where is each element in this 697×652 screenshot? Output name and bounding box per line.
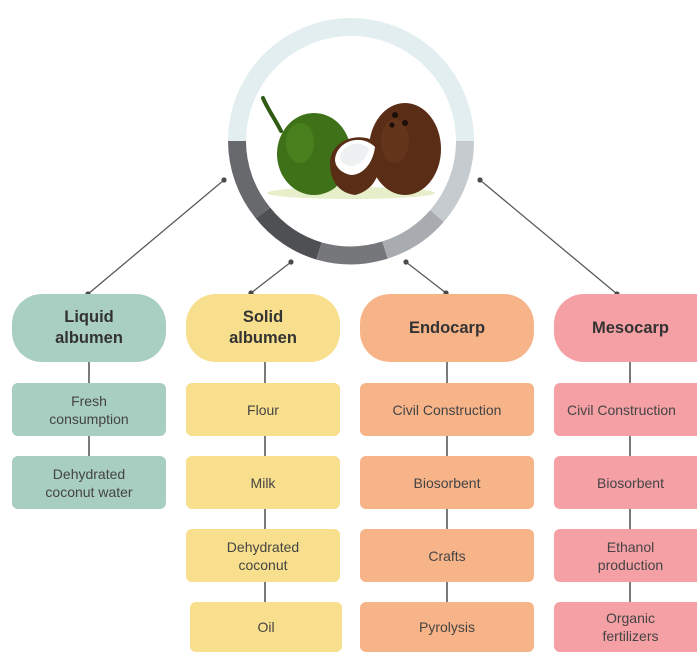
coconut-icon [261,96,441,199]
ring-segment-bottom-left [255,207,322,260]
coconut-hub [228,18,475,265]
connector-mesocarp [477,177,620,297]
ring-segment-bottom [316,241,388,265]
item-pyrolysis: Pyrolysis [360,602,534,652]
item-crafts: Crafts [360,529,534,582]
item-ethanol-production: Ethanol production [554,529,697,582]
connector-endocarp [403,259,449,296]
item-biosorbent-endocarp: Biosorbent [360,456,534,509]
item-flour: Flour [186,383,340,436]
item-biosorbent-mesocarp: Biosorbent [554,456,697,509]
item-civil-construction-mesocarp: Civil Construction [554,383,697,436]
item-dehydrated-coconut-water: Dehydrated coconut water [12,456,166,509]
connector-solid-albumen [248,259,294,296]
item-fresh-consumption: Fresh consumption [12,383,166,436]
category-mesocarp: Mesocarp [554,294,697,362]
item-milk: Milk [186,456,340,509]
category-endocarp: Endocarp [360,294,534,362]
category-solid-albumen: Solid albumen [186,294,340,362]
item-organic-fertilizers: Organic fertilizers [554,602,697,652]
item-oil: Oil [190,602,342,652]
ring-segment-bottom-right [382,209,444,259]
item-dehydrated-coconut: Dehydrated coconut [186,529,340,582]
ring-segment-right [430,140,475,222]
ring-segment-left [228,140,271,219]
ring-segment-top [228,18,474,142]
connector-liquid-albumen [85,177,227,297]
category-liquid-albumen: Liquid albumen [12,294,166,362]
item-civil-construction-endocarp: Civil Construction [360,383,534,436]
